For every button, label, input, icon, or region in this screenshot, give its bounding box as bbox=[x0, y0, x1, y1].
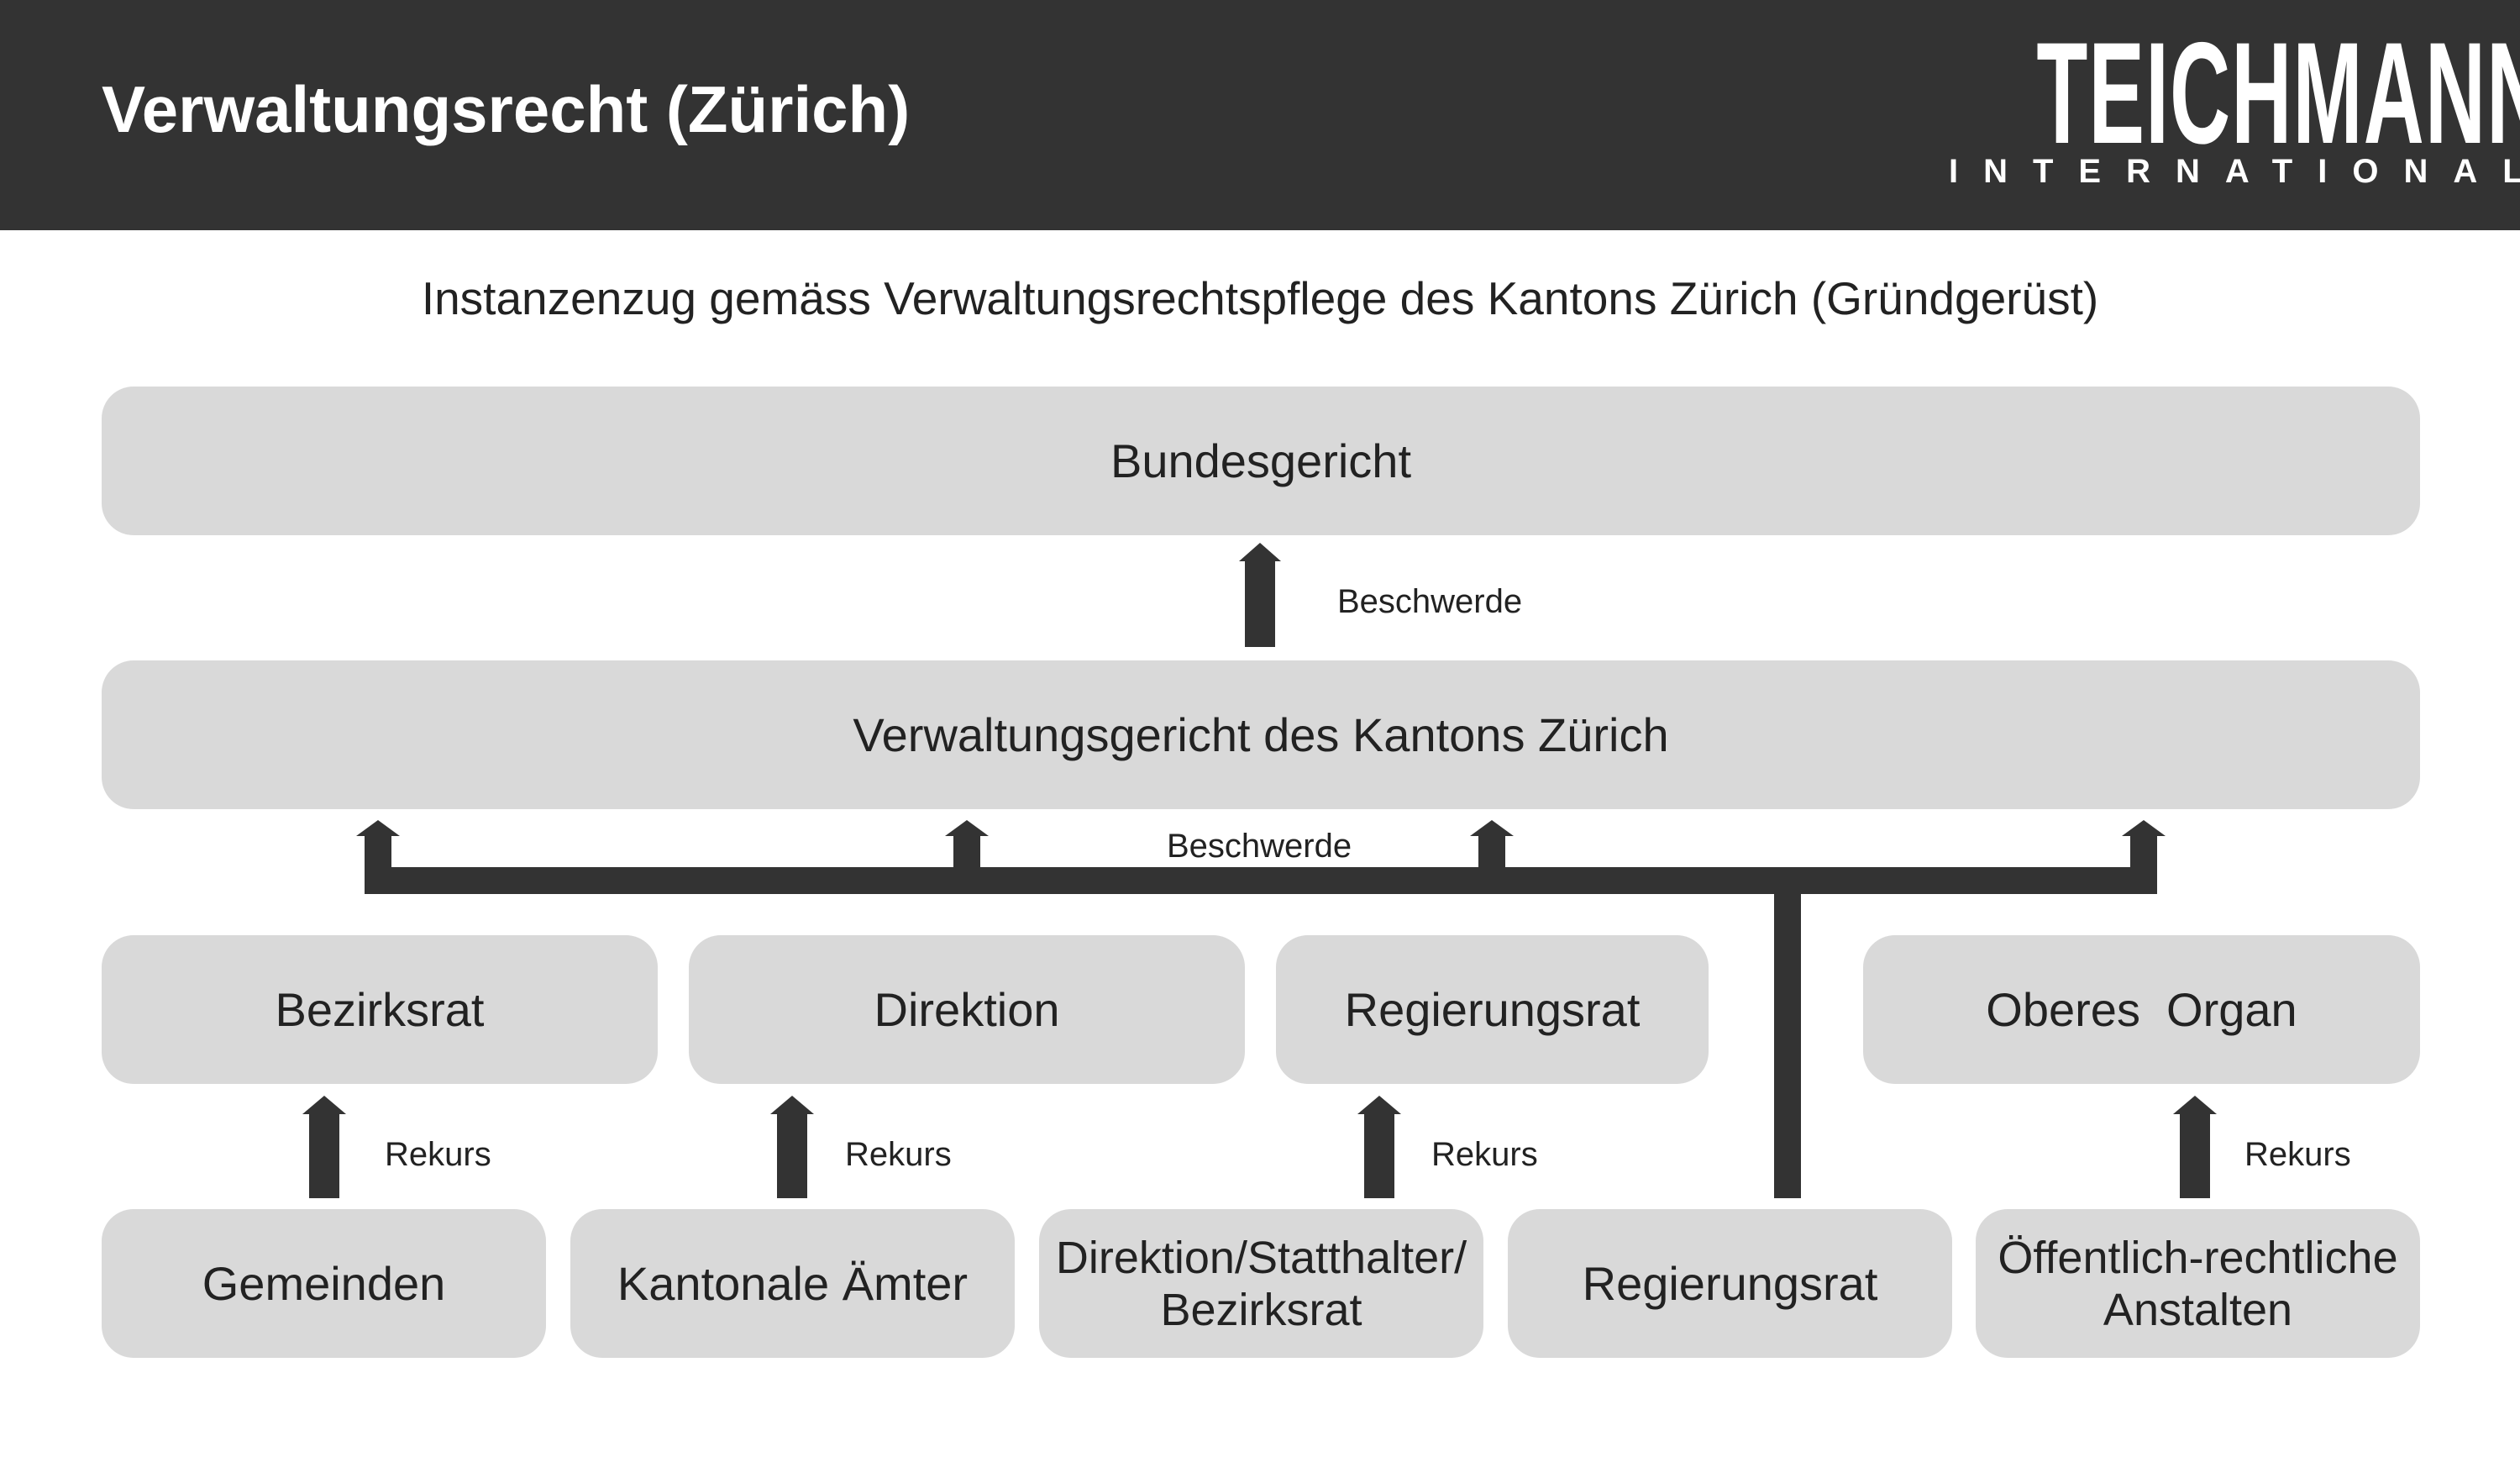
node-oberes-organ: Oberes Organ bbox=[1863, 935, 2420, 1084]
node-bezirksrat: Bezirksrat bbox=[102, 935, 658, 1084]
diagram-subtitle: Instanzenzug gemäss Verwaltungsrechtspfl… bbox=[421, 272, 2099, 324]
arrow-up-rekurs-1 bbox=[302, 1096, 346, 1198]
arrow-up-rekurs-2 bbox=[770, 1096, 814, 1198]
logo-subline: INTERNATIONAL bbox=[1949, 153, 2520, 190]
beschwerde-bus-line bbox=[365, 867, 2157, 894]
edge-label-rekurs-2: Rekurs bbox=[845, 1136, 952, 1173]
node-kantonale-aemter: Kantonale Ämter bbox=[570, 1209, 1015, 1358]
node-regierungsrat-bottom: Regierungsrat bbox=[1508, 1209, 1952, 1358]
teichmann-logo: TEICHMANN INTERNATIONAL bbox=[1924, 21, 2520, 190]
edge-label-rekurs-4: Rekurs bbox=[2244, 1136, 2351, 1173]
node-verwaltungsgericht: Verwaltungsgericht des Kantons Zürich bbox=[102, 660, 2420, 809]
arrow-up-beschwerde-top bbox=[1239, 543, 1281, 647]
node-gemeinden: Gemeinden bbox=[102, 1209, 546, 1358]
node-anstalten: Öffentlich-rechtliche Anstalten bbox=[1976, 1209, 2420, 1358]
edge-label-rekurs-3: Rekurs bbox=[1431, 1136, 1538, 1173]
page-title: Verwaltungsrecht (Zürich) bbox=[102, 72, 911, 146]
edge-label-beschwerde-top: Beschwerde bbox=[1337, 583, 1523, 620]
arrow-up-rekurs-4 bbox=[2173, 1096, 2217, 1198]
edge-label-beschwerde-mid: Beschwerde bbox=[1167, 828, 1352, 865]
node-bundesgericht: Bundesgericht bbox=[102, 387, 2420, 535]
node-regierungsrat-mid: Regierungsrat bbox=[1276, 935, 1709, 1084]
edge-label-rekurs-1: Rekurs bbox=[385, 1136, 491, 1173]
node-direktion: Direktion bbox=[689, 935, 1245, 1084]
arrow-up-to-vg-4 bbox=[2122, 820, 2166, 878]
arrow-up-to-vg-2 bbox=[945, 820, 989, 878]
arrow-up-rekurs-3 bbox=[1357, 1096, 1401, 1198]
arrow-up-to-vg-1 bbox=[356, 820, 400, 878]
header-bar: Verwaltungsrecht (Zürich) TEICHMANN INTE… bbox=[0, 0, 2520, 230]
beschwerde-bus-stem bbox=[1774, 881, 1801, 1198]
node-direktion-statthalter: Direktion/Statthalter/ Bezirksrat bbox=[1039, 1209, 1483, 1358]
arrow-up-to-vg-3 bbox=[1470, 820, 1514, 878]
